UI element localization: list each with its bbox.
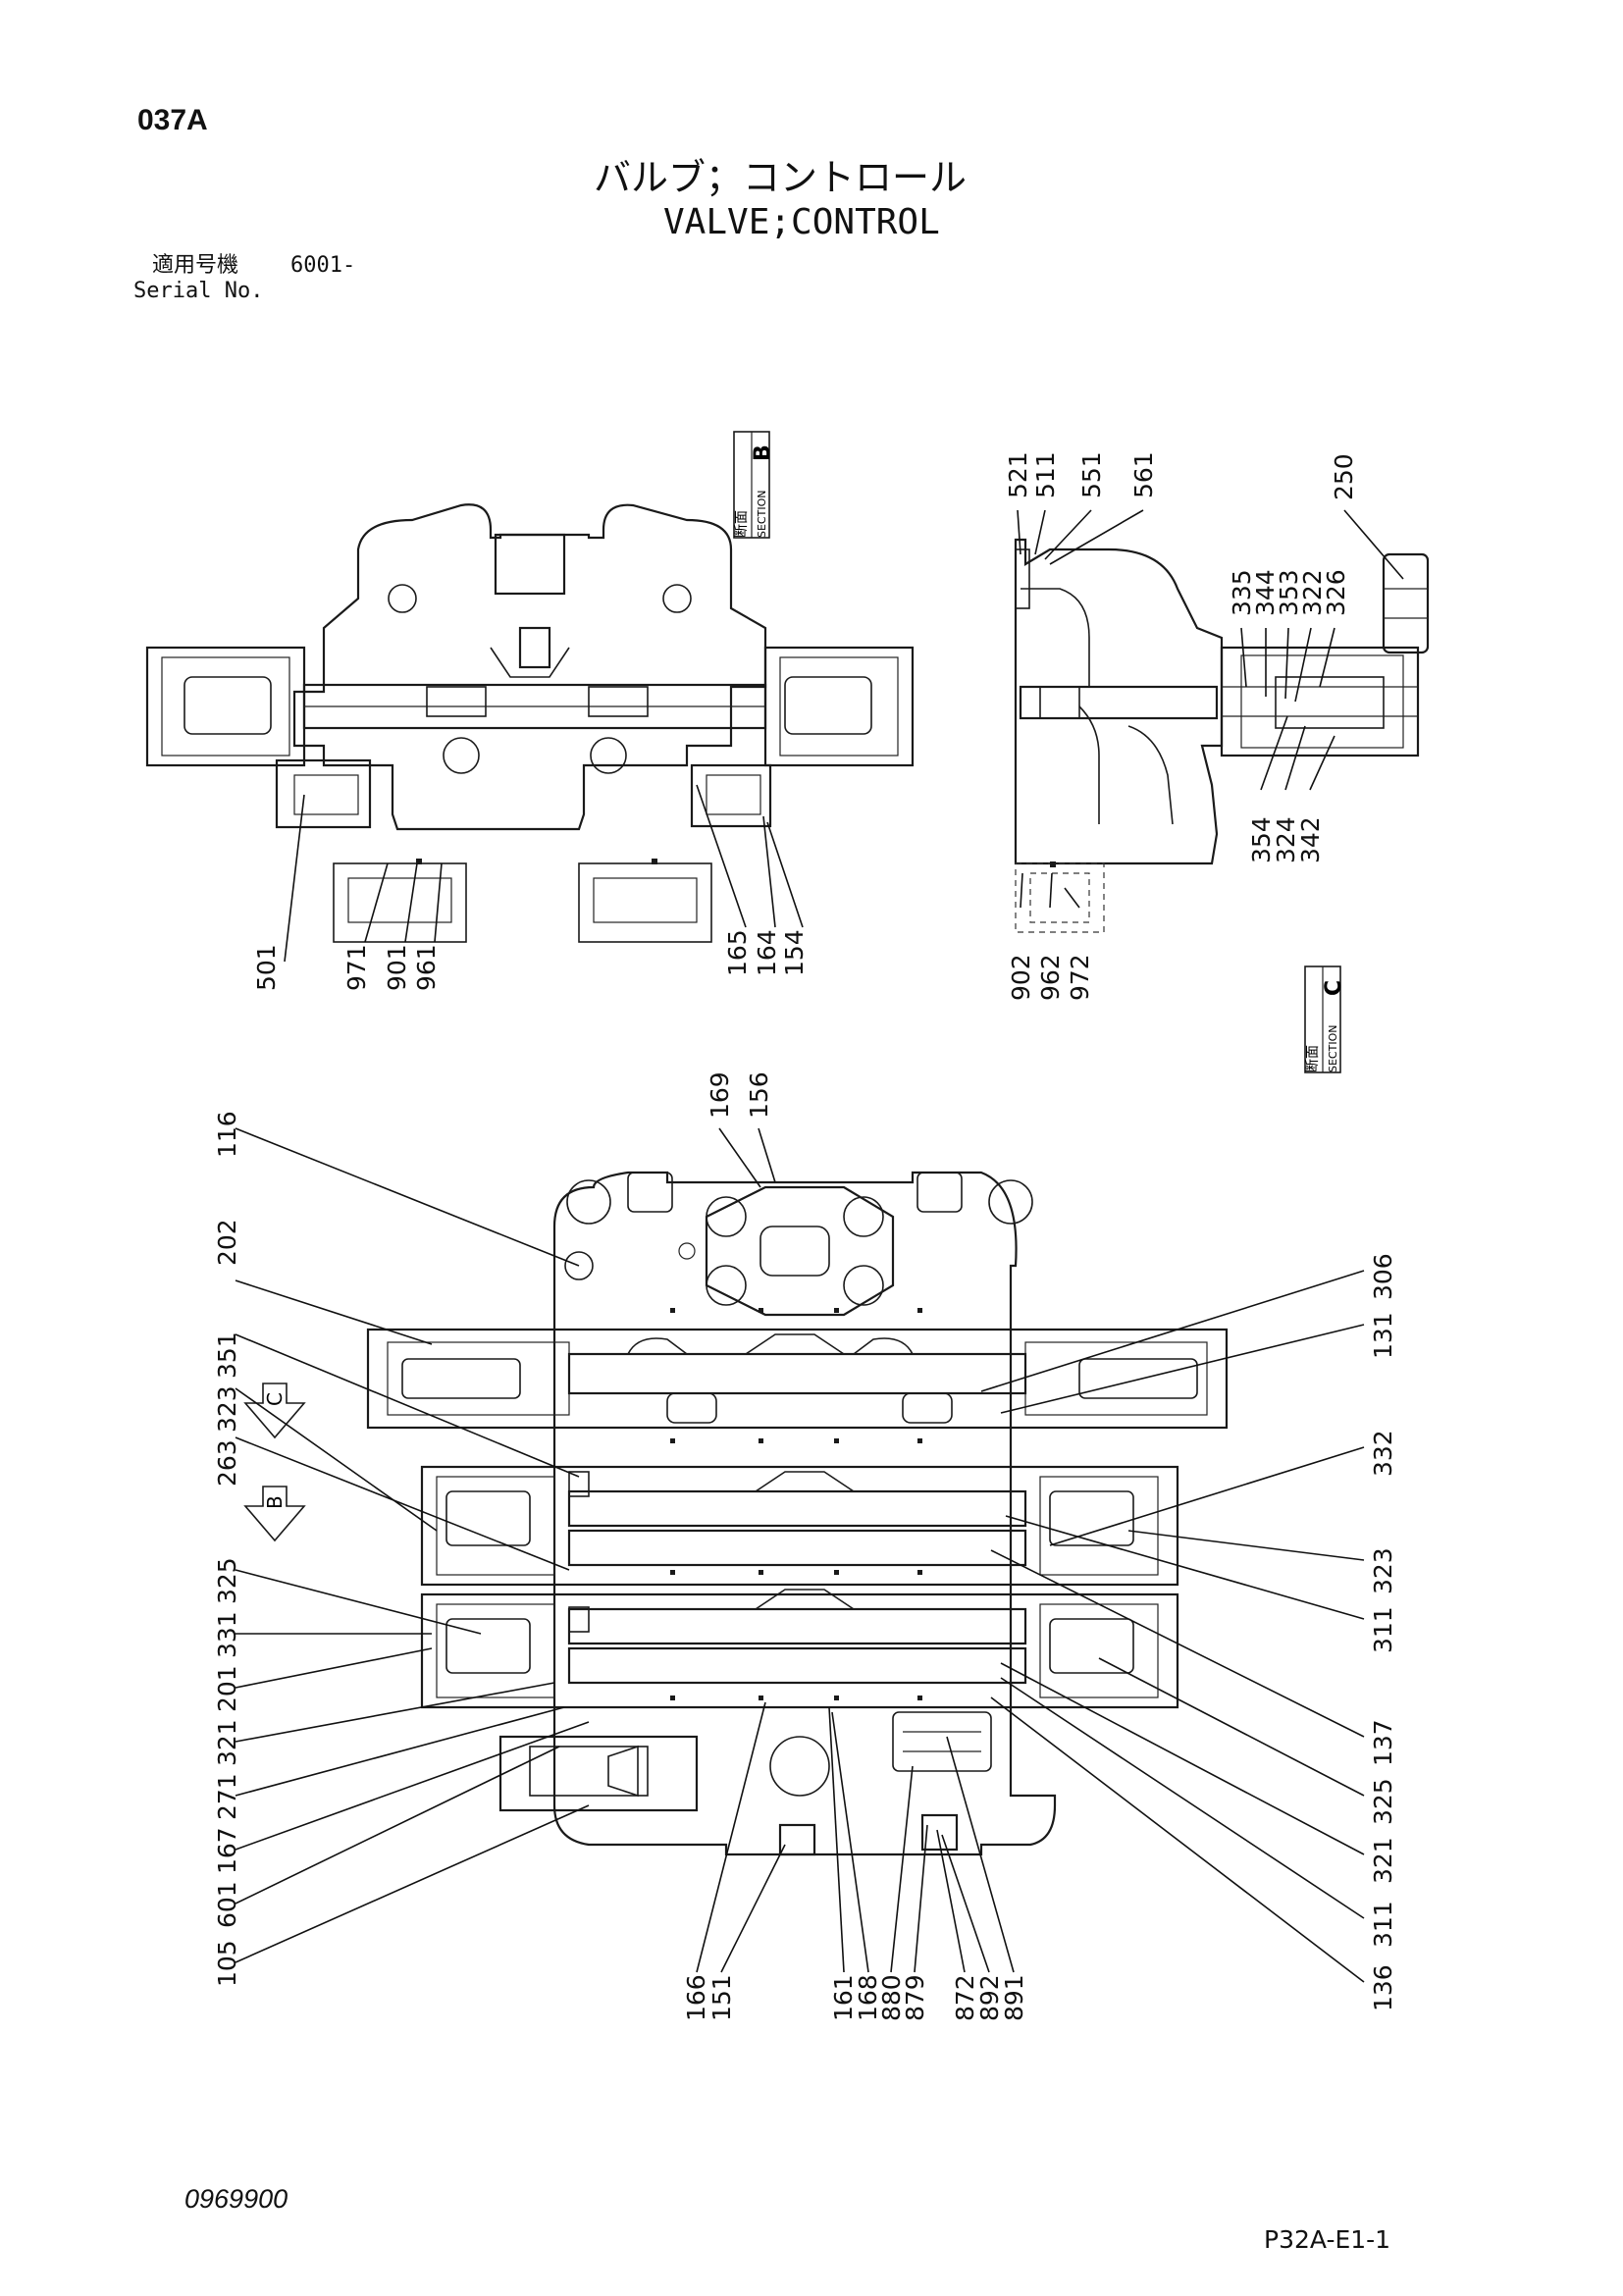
callout-main-323-right: 323 (1369, 1547, 1397, 1594)
view-marker-b: B (243, 1486, 306, 1542)
main-front-view (366, 1171, 1229, 1856)
view-marker-c-letter: C (263, 1392, 287, 1406)
page-code: 037A (137, 104, 208, 136)
callout-section-b-971: 971 (342, 944, 371, 991)
callout-main-161: 161 (829, 1974, 858, 2021)
serial-label-en: Serial No. (133, 279, 264, 303)
callout-main-331: 331 (213, 1611, 241, 1658)
callout-section-b-165: 165 (723, 929, 752, 976)
callout-section-c-250: 250 (1330, 453, 1358, 500)
callout-section-c-902: 902 (1007, 954, 1035, 1001)
section-b-view: 断面 SECTION B (145, 431, 915, 943)
callout-section-c-353: 353 (1275, 569, 1303, 616)
callout-main-872: 872 (951, 1974, 979, 2021)
callout-section-c-962: 962 (1036, 954, 1065, 1001)
title-english: VALVE;CONTROL (663, 202, 940, 242)
callout-main-601: 601 (213, 1881, 241, 1928)
callout-main-202: 202 (213, 1219, 241, 1266)
callout-section-c-324: 324 (1272, 816, 1300, 863)
callout-labels: 501 971 901 961 165 164 154 521 511 551 … (213, 451, 1397, 2021)
section-b-jp: 断面 (734, 510, 750, 538)
callout-main-880: 880 (877, 1974, 906, 2021)
serial-value: 6001- (290, 253, 356, 278)
callout-section-b-961: 961 (412, 944, 441, 991)
callout-main-201: 201 (213, 1665, 241, 1712)
callout-section-b-901: 901 (383, 944, 411, 991)
callout-main-168: 168 (854, 1974, 882, 2021)
callout-main-879: 879 (901, 1974, 929, 2021)
callout-main-151: 151 (707, 1974, 736, 2021)
callout-main-156: 156 (745, 1071, 773, 1119)
section-c-en: SECTION (1327, 1025, 1339, 1072)
callout-section-b-164: 164 (753, 929, 781, 976)
callout-main-321: 321 (213, 1719, 241, 1766)
callout-main-271: 271 (213, 1773, 241, 1820)
callout-main-323: 323 (213, 1385, 241, 1433)
callout-section-b-501: 501 (252, 944, 281, 991)
callout-main-116: 116 (213, 1111, 241, 1158)
callout-section-c-551: 551 (1077, 451, 1106, 498)
callout-main-321-right: 321 (1369, 1837, 1397, 1884)
callout-main-167: 167 (213, 1827, 241, 1874)
title-japanese: バルブ；コントロール (594, 156, 968, 199)
view-marker-c: C (243, 1383, 306, 1439)
callout-main-351: 351 (213, 1331, 241, 1379)
section-c-letter: C (1322, 980, 1346, 996)
page-reference: P32A-E1-1 (1264, 2225, 1391, 2254)
callout-main-263: 263 (213, 1439, 241, 1487)
callout-section-c-561: 561 (1129, 451, 1158, 498)
callout-main-325-right: 325 (1369, 1778, 1397, 1825)
section-c-view: 断面 SECTION C (1014, 538, 1430, 1073)
callout-main-306: 306 (1369, 1253, 1397, 1300)
document-number: 0969900 (184, 2184, 288, 2214)
callout-main-892: 892 (975, 1974, 1004, 2021)
callout-section-c-342: 342 (1296, 816, 1325, 863)
callout-main-136: 136 (1369, 1964, 1397, 2011)
callout-main-891: 891 (1000, 1974, 1028, 2021)
section-c-jp: 断面 (1305, 1045, 1321, 1072)
leader-lines (235, 509, 1404, 1983)
callout-main-332: 332 (1369, 1430, 1397, 1477)
callout-main-311-lower: 311 (1369, 1901, 1397, 1948)
callout-section-b-154: 154 (780, 929, 809, 976)
callout-section-c-335: 335 (1228, 569, 1256, 616)
callout-section-c-344: 344 (1251, 569, 1280, 616)
callout-main-325: 325 (213, 1557, 241, 1604)
section-b-en: SECTION (756, 491, 768, 538)
callout-main-169: 169 (706, 1071, 734, 1119)
callout-section-c-511: 511 (1031, 451, 1060, 498)
callout-main-311-upper: 311 (1369, 1606, 1397, 1653)
callout-main-137: 137 (1369, 1719, 1397, 1766)
section-b-letter: B (751, 444, 775, 461)
callout-main-131: 131 (1369, 1312, 1397, 1359)
serial-label-jp: 適用号機 (152, 253, 239, 278)
callout-main-166: 166 (682, 1974, 710, 2021)
view-marker-b-letter: B (263, 1495, 287, 1509)
callout-main-105: 105 (213, 1940, 241, 1987)
callout-section-c-354: 354 (1247, 816, 1276, 863)
callout-section-c-326: 326 (1322, 569, 1350, 616)
callout-section-c-972: 972 (1066, 954, 1094, 1001)
callout-section-c-322: 322 (1298, 569, 1327, 616)
callout-section-c-521: 521 (1004, 451, 1032, 498)
